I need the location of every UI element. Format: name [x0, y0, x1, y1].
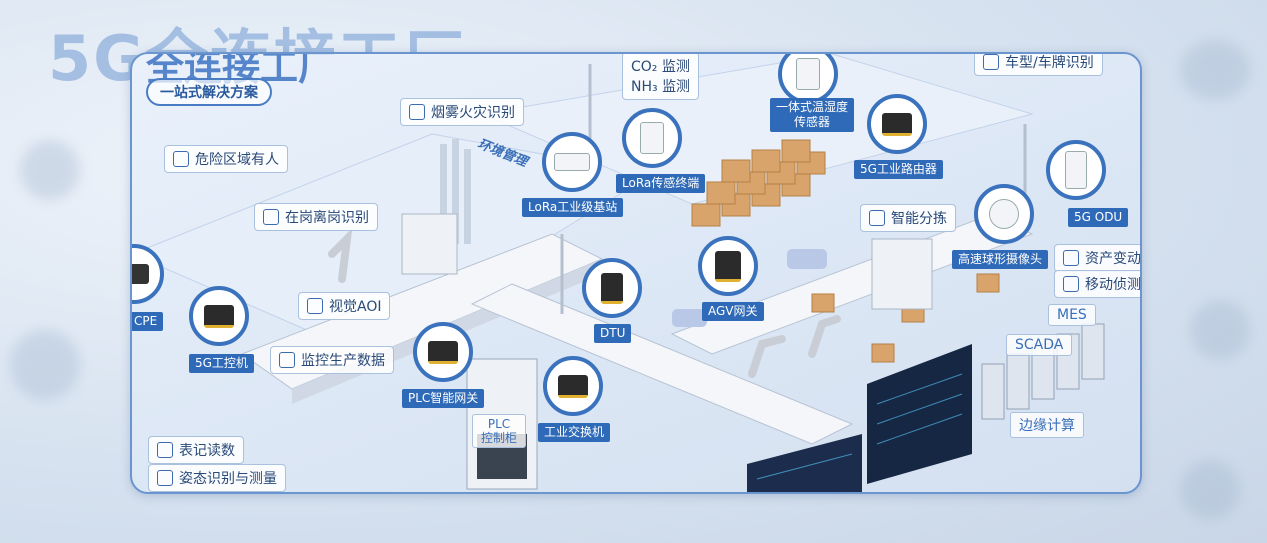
label-danger-zone: 危险区域有人: [164, 145, 288, 173]
agv-gateway-icon: [698, 236, 758, 296]
frame-subtitle: 一站式解决方案: [146, 78, 272, 106]
industrial-pc-icon: [189, 286, 249, 346]
label-monitor-data: 监控生产数据: [270, 346, 394, 374]
badge-5g-odu: 5G ODU: [1068, 208, 1129, 227]
badge-dtu: DTU: [594, 324, 632, 343]
dtu-icon: [582, 258, 642, 318]
bg-device-blob: [1190, 300, 1250, 360]
lora-sensor-icon: [622, 108, 682, 168]
label-asset-change: 资产变动: [1054, 244, 1140, 272]
badge-5g-ipc: 5G工控机: [189, 354, 254, 373]
pose-icon: [157, 470, 173, 486]
person-icon: [263, 209, 279, 225]
label-mes: MES: [1048, 304, 1096, 326]
warning-icon: [173, 151, 189, 167]
switch-icon: [543, 356, 603, 416]
badge-temp-sensor: 一体式温湿度 传感器: [770, 98, 855, 132]
vision-icon: [307, 298, 323, 314]
badge-cpe: CPE: [132, 312, 164, 331]
gateway-icon: [413, 322, 473, 382]
router-icon: [867, 94, 927, 154]
database-icon: [1063, 250, 1079, 266]
sort-icon: [869, 210, 885, 226]
badge-plc-gateway: PLC智能网关: [402, 389, 485, 408]
bg-device-blob: [10, 330, 80, 400]
label-aoi: 视觉AOI: [298, 292, 391, 320]
label-edge-computing: 边缘计算: [1010, 412, 1084, 438]
bg-device-blob: [20, 140, 80, 200]
label-plc-cabinet: PLC 控制柜: [472, 414, 527, 448]
factory-illustration: 全连接工厂 一站式解决方案 环境管理 烟雾火灾识别 危险区域有人 在岗离岗识别 …: [130, 52, 1142, 494]
label-meter-reading: 表记读数: [148, 436, 244, 464]
badge-agv-gateway: AGV网关: [702, 302, 764, 321]
label-motion-detection: 移动侦测: [1054, 270, 1140, 298]
lora-base-icon: [542, 132, 602, 192]
badge-lora-base: LoRa工业级基站: [522, 198, 624, 217]
badge-dome-camera: 高速球形摄像头: [952, 250, 1049, 269]
odu-icon: [1046, 140, 1106, 200]
label-scada: SCADA: [1006, 334, 1073, 356]
thermometer-icon: [778, 54, 838, 104]
label-plate-recognition: 车型/车牌识别: [974, 54, 1103, 76]
chart-icon: [279, 352, 295, 368]
badge-switch: 工业交换机: [538, 423, 611, 442]
label-pose: 姿态识别与测量: [148, 464, 286, 492]
dome-camera-icon: [974, 184, 1034, 244]
sensor-icon: CO₂ 监测: [631, 59, 690, 75]
smoke-icon: [409, 104, 425, 120]
badge-5g-router: 5G工业路由器: [854, 160, 943, 179]
bg-device-blob: [1180, 460, 1240, 520]
move-icon: [1063, 276, 1079, 292]
bg-device-blob: [1180, 40, 1250, 100]
badge-lora-sensor: LoRa传感终端: [616, 174, 706, 193]
label-gas-monitoring: CO₂ 监测 NH₃ 监测: [622, 54, 700, 100]
label-on-duty: 在岗离岗识别: [254, 203, 378, 231]
label-smoke: 烟雾火灾识别: [400, 98, 524, 126]
table-icon: [157, 442, 173, 458]
car-icon: [983, 54, 999, 70]
label-smart-sorting: 智能分拣: [860, 204, 956, 232]
